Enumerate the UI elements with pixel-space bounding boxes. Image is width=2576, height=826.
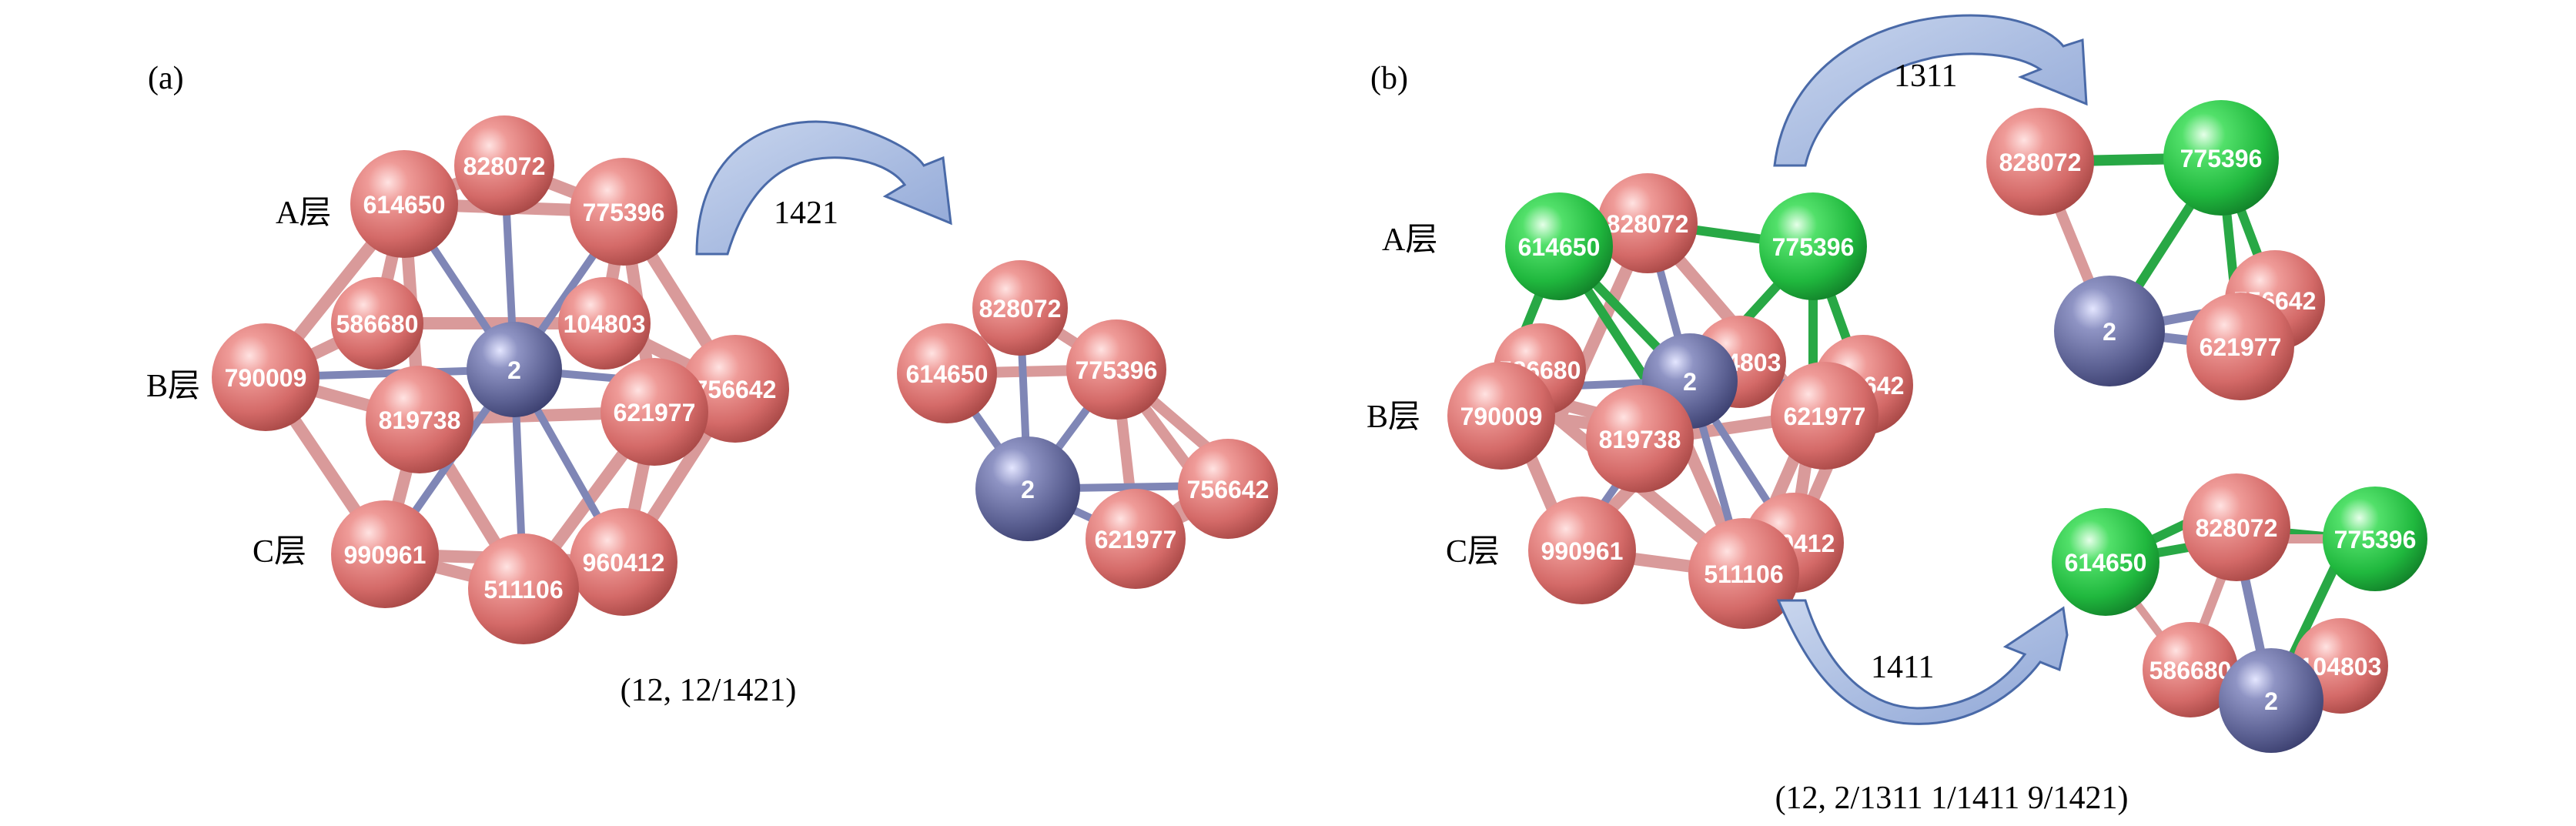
atom-label: 614650	[363, 191, 446, 219]
frag-a-614650: 614650	[897, 323, 997, 423]
panel-b-fragment-bottom: 586680 104803 614650 828072 775396 2	[2052, 473, 2427, 753]
frag-b-bottom-614650: 614650	[2052, 508, 2159, 616]
frag-a-775396: 775396	[1066, 319, 1166, 420]
atom-511106: 511106	[468, 533, 579, 644]
atom-label: 511106	[1704, 560, 1783, 588]
atom-828072: 828072	[454, 115, 554, 216]
atom-label: 775396	[2334, 526, 2417, 553]
frag-b-top-775396: 775396	[2163, 100, 2279, 216]
atom-label: 2	[1021, 476, 1035, 503]
atom-104803: 104803	[558, 277, 651, 370]
panel-a-arrow	[695, 120, 952, 256]
atom-label: 990961	[344, 541, 427, 569]
atom-2: 2	[467, 322, 562, 417]
atom-label: 614650	[1518, 233, 1601, 261]
atom-label: 828072	[979, 295, 1062, 323]
panel-b-layer-c-label: C层	[1446, 534, 1500, 570]
frag-b-bottom-2: 2	[2219, 648, 2323, 753]
atom-label: 790009	[1460, 403, 1543, 430]
panel-b-layer-b-label: B层	[1367, 400, 1420, 435]
atom-label: 2	[507, 356, 521, 384]
atom-label: 819738	[379, 406, 461, 434]
atom-990961: 990961	[331, 500, 439, 608]
panel-b-arrow-bottom	[1776, 599, 2069, 725]
atom-label: 621977	[614, 399, 696, 426]
panel-a-tag: (a)	[148, 61, 184, 96]
panel-a-layer-b-label: B层	[146, 369, 200, 404]
panel-b-fragment-top: 828072 756642 775396 2 621977	[1986, 100, 2325, 400]
panel-b-arrow-top-label: 1311	[1894, 59, 1957, 94]
atom-label: 990961	[1541, 537, 1624, 565]
atom-label: 775396	[1772, 233, 1855, 261]
panel-a-fragment: 828072 614650 775396 2 756642 621977	[897, 260, 1278, 589]
atom-621977: 621977	[601, 358, 708, 466]
panel-a-caption: (12, 12/1421)	[621, 673, 797, 708]
panel-a: (a) A层 B层 C层	[146, 61, 1278, 708]
panel-b-tag: (b)	[1370, 61, 1408, 96]
frag-b-top-2: 2	[2054, 276, 2165, 386]
atom-label: 828072	[1607, 210, 1689, 238]
frag-a-621977: 621977	[1086, 489, 1186, 589]
atom-819738: 819738	[366, 366, 473, 473]
atom-label: 790009	[225, 364, 307, 392]
atom-label: 960412	[583, 549, 665, 577]
atom-614650: 614650	[350, 150, 458, 258]
atom-label: 775396	[2180, 145, 2263, 172]
panel-a-atoms: 586680 104803 828072 2 614650 775396 756…	[212, 115, 789, 644]
atom-label: 819738	[1599, 426, 1681, 453]
panel-b-arrow-bottom-label: 1411	[1871, 650, 1934, 685]
frag-a-2: 2	[975, 436, 1080, 541]
frag-b-bottom-828072: 828072	[2183, 473, 2290, 581]
atom-label: 828072	[1999, 149, 2082, 176]
atom-790009: 790009	[1447, 362, 1555, 470]
atom-label: 621977	[2200, 333, 2282, 361]
atom-label: 586680	[336, 310, 419, 338]
atom-775396: 775396	[1759, 192, 1867, 300]
atom-960412: 960412	[570, 508, 677, 616]
panel-a-layer-c-label: C层	[253, 534, 306, 570]
atom-756642: 756642	[681, 335, 789, 443]
frag-a-756642: 756642	[1178, 439, 1278, 539]
atom-label: 614650	[2065, 549, 2147, 577]
panel-a-layer-a-label: A层	[276, 196, 331, 231]
atom-label: 828072	[463, 152, 546, 180]
atom-label: 586680	[2149, 657, 2232, 684]
panel-b-caption: (12, 2/1311 1/1411 9/1421)	[1775, 781, 2129, 816]
panel-a-arrow-label: 1421	[774, 196, 838, 231]
atom-label: 511106	[483, 576, 563, 604]
atom-label: 621977	[1784, 403, 1866, 430]
panel-b: (b) A层 B层 C层	[1367, 14, 2427, 816]
atom-label: 828072	[2196, 514, 2278, 542]
panel-b-atoms: 586680 104803 828072 2 614650 775396 756…	[1447, 173, 1913, 629]
frag-b-bottom-586680: 586680	[2143, 622, 2238, 717]
frag-b-bottom-775396: 775396	[2323, 487, 2427, 591]
panel-b-layer-a-label: A层	[1382, 222, 1437, 258]
atom-511106: 511106	[1688, 518, 1799, 629]
atom-790009: 790009	[212, 323, 319, 431]
atom-label: 2	[2264, 687, 2278, 715]
atom-label: 104803	[564, 310, 646, 338]
atom-586680: 586680	[331, 277, 423, 370]
frag-b-top-828072: 828072	[1986, 108, 2094, 216]
atom-label: 756642	[1187, 476, 1270, 503]
atom-label: 621977	[1095, 526, 1177, 553]
atom-819738: 819738	[1586, 385, 1694, 493]
panel-b-arrow-top	[1773, 14, 2088, 167]
atom-828072: 828072	[1597, 173, 1698, 273]
atom-621977: 621977	[1771, 362, 1878, 470]
frag-b-top-621977: 621977	[2186, 293, 2294, 400]
atom-990961: 990961	[1528, 497, 1636, 604]
atom-label: 614650	[906, 360, 989, 388]
atom-label: 775396	[1076, 356, 1158, 384]
atom-label: 2	[1683, 368, 1697, 396]
atom-614650: 614650	[1505, 192, 1613, 300]
atom-label: 2	[2103, 318, 2116, 346]
atom-label: 775396	[583, 199, 665, 226]
atom-label: 756642	[694, 376, 777, 403]
atom-775396: 775396	[570, 158, 677, 266]
frag-a-828072: 828072	[972, 260, 1068, 356]
